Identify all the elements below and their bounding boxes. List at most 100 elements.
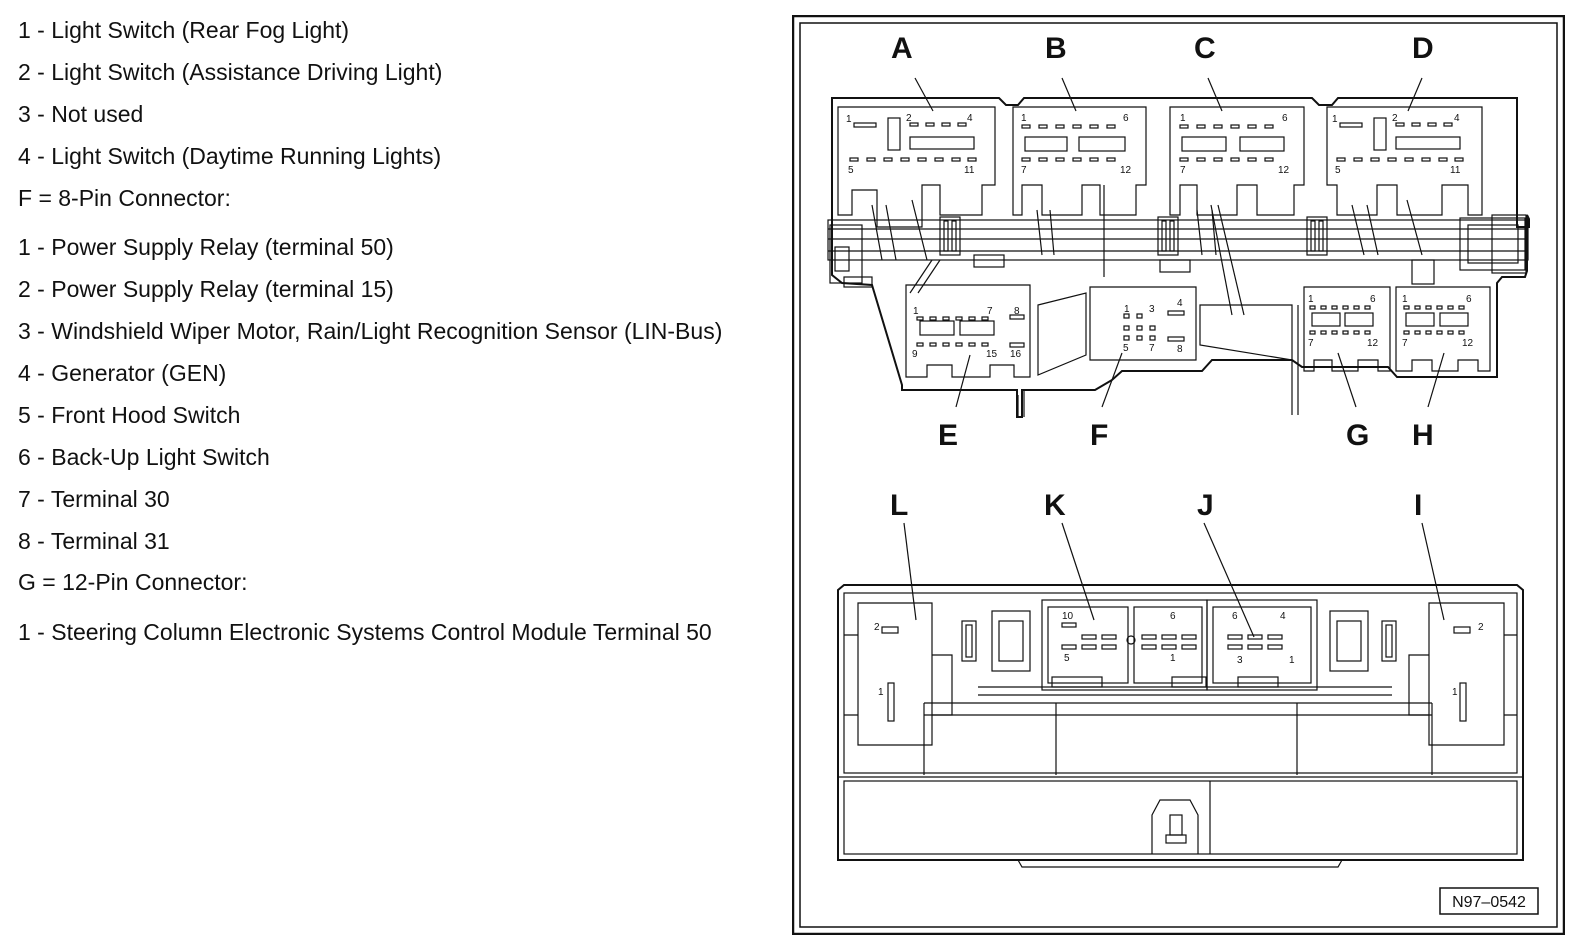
inner-frame: [799, 22, 1558, 928]
connector-f-pins: [1123, 310, 1185, 342]
legend-line: 1 - Steering Column Electronic Systems C…: [18, 619, 712, 645]
upper-connector-housing: 1 2 4 5 11 1 6 7 12 1 6 7: [827, 97, 1530, 418]
legend-line: 2 - Light Switch (Assistance Driving Lig…: [18, 59, 443, 85]
outer-frame: [792, 15, 1565, 935]
connector-c-pin-label: 12: [1278, 165, 1290, 176]
connector-labels: A B C D E F G H I J K L: [890, 32, 1434, 522]
connector-f: 1 3 4 5 7 8: [1037, 286, 1293, 376]
connector-j-pin-label: 1: [1289, 655, 1295, 666]
connector-f-pin-label: 7: [1149, 343, 1155, 354]
connector-k-pins: [1061, 622, 1197, 650]
label-c: C: [1194, 32, 1216, 65]
connector-h-pin-label: 6: [1466, 294, 1472, 305]
connector-j-pins: [1227, 634, 1283, 650]
connector-h: 1 6 7 12: [1395, 286, 1491, 372]
connector-k: 10 5 6 1: [1041, 599, 1208, 691]
legend-line: 3 - Windshield Wiper Motor, Rain/Light R…: [18, 318, 723, 344]
connector-g-pin-row-bottom: [1309, 330, 1371, 335]
connector-e-pin-row-bottom: [916, 342, 989, 347]
connector-l: 2 1: [844, 602, 953, 746]
legend-line: 7 - Terminal 30: [18, 486, 170, 512]
connector-g-pin-label: 1: [1308, 294, 1314, 305]
connector-g-pin-label: 12: [1367, 338, 1379, 349]
connector-d-pin-row-bottom: [1336, 157, 1464, 162]
connector-a-pin-row-top: [909, 122, 967, 127]
connector-e-pin-label: 1: [913, 306, 919, 317]
legend-line: 3 - Not used: [18, 101, 144, 127]
connector-c-pin-label: 1: [1180, 113, 1186, 124]
connector-a-pin-label: 2: [906, 113, 912, 124]
connector-j: 6 4 3 1: [1206, 599, 1318, 691]
connector-a: 1 2 4 5 11: [837, 106, 996, 228]
legend-line: F = 8-Pin Connector:: [18, 185, 231, 211]
connector-b-pin-label: 7: [1021, 165, 1027, 176]
connector-b: 1 6 7 12: [1012, 106, 1147, 216]
connector-j-pin-label: 3: [1237, 655, 1243, 666]
label-d: D: [1412, 32, 1434, 65]
connector-h-pin-label: 7: [1402, 338, 1408, 349]
connector-c-pin-row-top: [1179, 124, 1274, 129]
connector-l-pin-label: 2: [874, 622, 880, 633]
connector-e-pin-label: 9: [912, 349, 918, 360]
legend-line: 5 - Front Hood Switch: [18, 402, 241, 428]
connector-b-pin-row-bottom: [1021, 157, 1116, 162]
legend-line: 4 - Light Switch (Daytime Running Lights…: [18, 143, 442, 169]
legend-line: 1 - Light Switch (Rear Fog Light): [18, 17, 350, 43]
connector-b-pin-label: 12: [1120, 165, 1132, 176]
connector-c-pin-row-bottom: [1179, 157, 1274, 162]
connector-b-pin-row-top: [1021, 124, 1116, 129]
connector-i-pin-label: 2: [1478, 622, 1484, 633]
connector-g-pin-row-top: [1309, 305, 1371, 310]
legend-line: G = 12-Pin Connector:: [18, 569, 248, 595]
connector-g-pin-label: 7: [1308, 338, 1314, 349]
legend-line: 6 - Back-Up Light Switch: [18, 444, 270, 470]
connector-k-pin-label: 10: [1062, 611, 1074, 622]
connector-d-pin-label: 4: [1454, 113, 1460, 124]
connector-f-pin-label: 3: [1149, 304, 1155, 315]
lower-connector-housing: 2 1 2 1 10 5 6: [837, 584, 1524, 868]
figure-code-box: [1439, 887, 1539, 915]
connector-c-pin-label: 6: [1282, 113, 1288, 124]
connector-k-pin-label: 5: [1064, 653, 1070, 664]
figure-code: N97–0542: [1452, 894, 1526, 911]
connector-a-pin-label: 11: [964, 165, 975, 176]
label-b: B: [1045, 32, 1067, 65]
connector-h-pin-label: 1: [1402, 294, 1408, 305]
label-k: K: [1044, 489, 1066, 522]
label-g: G: [1346, 419, 1369, 452]
connector-f-pin-label: 8: [1177, 344, 1183, 355]
connector-e-pin-label: 15: [986, 349, 998, 360]
connector-i-pin-label: 1: [1452, 687, 1458, 698]
connector-h-pin-row-bottom: [1403, 330, 1465, 335]
connector-b-pin-label: 6: [1123, 113, 1129, 124]
connector-k-pin-label: 1: [1170, 653, 1176, 664]
connector-g-pin-label: 6: [1370, 294, 1376, 305]
label-l: L: [890, 489, 908, 522]
connector-diagram: 1 2 4 5 11 1 6 7 12 1 6 7: [792, 15, 1565, 935]
connector-d-pin-label: 2: [1392, 113, 1398, 124]
connector-c: 1 6 7 12: [1169, 106, 1305, 216]
connector-a-pin-row-bottom: [849, 157, 977, 162]
connector-c-pin-label: 7: [1180, 165, 1186, 176]
leader-lines: [903, 77, 1445, 638]
connector-j-pin-label: 4: [1280, 611, 1286, 622]
wire-channels: [871, 185, 1435, 316]
connector-diagram-svg: 1 2 4 5 11 1 6 7 12 1 6 7: [792, 15, 1565, 935]
label-f: F: [1090, 419, 1108, 452]
label-j: J: [1197, 489, 1214, 522]
connector-e-pin-label: 8: [1014, 306, 1020, 317]
connector-j-pin-label: 6: [1232, 611, 1238, 622]
connector-d: 1 2 4 5 11: [1326, 106, 1483, 216]
connector-d-pin-label: 5: [1335, 165, 1341, 176]
legend-line: 2 - Power Supply Relay (terminal 15): [18, 276, 394, 302]
connector-d-pin-label: 11: [1450, 165, 1461, 176]
connector-a-pin-label: 5: [848, 165, 854, 176]
label-a: A: [891, 32, 913, 65]
connector-g: 1 6 7 12: [1303, 286, 1391, 372]
connector-b-pin-label: 1: [1021, 113, 1027, 124]
connector-h-pin-label: 12: [1462, 338, 1474, 349]
connector-k-pin-label: 6: [1170, 611, 1176, 622]
connector-e: 1 7 8 9 15 16: [905, 284, 1031, 378]
legend-line: 4 - Generator (GEN): [18, 360, 227, 386]
legend-line: 8 - Terminal 31: [18, 528, 170, 554]
